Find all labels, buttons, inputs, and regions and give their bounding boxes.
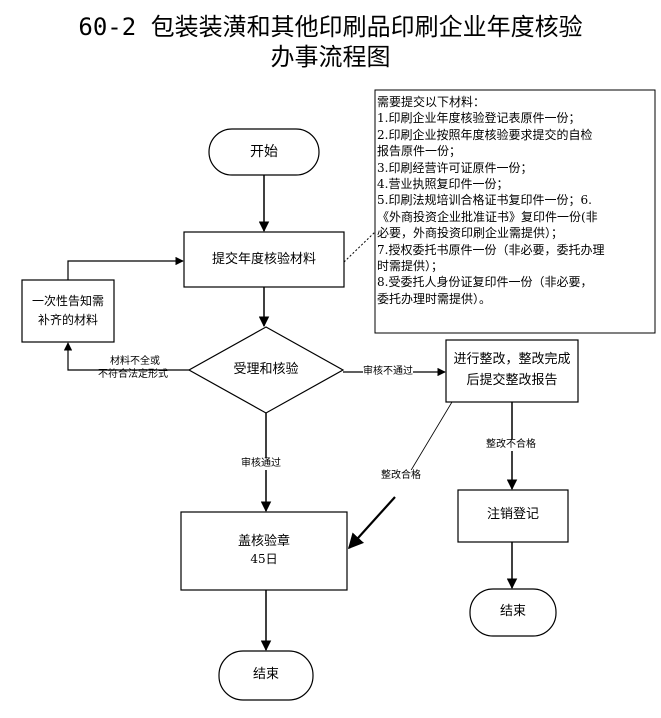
materials-note-line: 《外商投资企业批准证书》复印件一份(非: [377, 209, 598, 224]
materials-note-line: 3.印刷经营许可证原件一份；: [377, 160, 533, 175]
diagram-title-line1: 60-2 包装装潢和其他印刷品印刷企业年度核验: [78, 13, 583, 41]
rectify-label-line2: 后提交整改报告: [466, 373, 558, 388]
submit-materials-label: 提交年度核验材料: [211, 252, 316, 267]
cancel-registration-box: [457, 489, 569, 543]
edge-label-incomplete-line2: 不符合法定形式: [98, 369, 168, 380]
notify-supplement-label-line1: 一次性告知需: [31, 294, 104, 308]
materials-note-box: [374, 89, 656, 334]
end-right-label: 结束: [499, 604, 526, 619]
end-main-label: 结束: [252, 667, 279, 682]
edge-label-rectify-ok: 整改合格: [381, 470, 421, 482]
arrow-review-to-notify: [63, 342, 189, 371]
edge-label-incomplete-line1: 材料不全或: [110, 356, 160, 367]
materials-note-line: 必要，外商投资印刷企业需提供）；: [377, 226, 564, 241]
materials-note-line: 1.印刷企业年度核验登记表原件一份；: [377, 111, 581, 126]
materials-note-line: 报告原件一份；: [377, 144, 462, 159]
start-label: 开始: [250, 144, 278, 160]
stamp-box: [180, 511, 348, 591]
edge-label-review-passed: 审核通过: [241, 458, 281, 470]
materials-note-line: 8.受委托人身份证复印件一份（非必要，: [377, 275, 593, 290]
materials-note-line: 时需提供）；: [377, 259, 444, 274]
materials-note-line: 4.营业执照复印件一份；: [377, 177, 509, 192]
diagram-title-line2: 办事流程图: [270, 43, 391, 71]
materials-note-line: 5.印刷法规培训合格证书复印件一份；6.: [377, 193, 592, 208]
rectify-label-line1: 进行整改，整改完成: [453, 352, 571, 367]
edge-label-review-failed: 审核不通过: [363, 366, 413, 378]
materials-note-line: 需要提交以下材料：: [377, 95, 486, 109]
edge-label-rectify-fail: 整改不合格: [486, 439, 536, 451]
submit-materials-box: [183, 231, 345, 288]
arrow-notify-to-submit: [67, 256, 184, 280]
note-leader-line: [343, 231, 376, 263]
rectify-box: [445, 339, 579, 403]
materials-note-line: 7.授权委托书原件一份（非必要，委托办理: [377, 242, 605, 257]
stamp-duration-label: 45日: [250, 552, 278, 566]
materials-note-line: 2.印刷企业按照年度核验要求提交的自检: [377, 127, 593, 142]
materials-note: 需要提交以下材料： 1.印刷企业年度核验登记表原件一份； 2.印刷企业按照年度核…: [377, 94, 653, 307]
arrow-rectify-ok-to-stamp: [347, 496, 396, 550]
cancel-registration-label: 注销登记: [486, 507, 539, 522]
stamp-label-line1: 盖核验章: [237, 534, 290, 549]
review-label: 受理和核验: [233, 362, 299, 377]
notify-supplement-box: [21, 279, 115, 343]
materials-note-line: 委托办理时需提供）。: [377, 291, 492, 306]
line-rectify-ok: [409, 401, 453, 473]
notify-supplement-label-line2: 补齐的材料: [37, 313, 98, 327]
